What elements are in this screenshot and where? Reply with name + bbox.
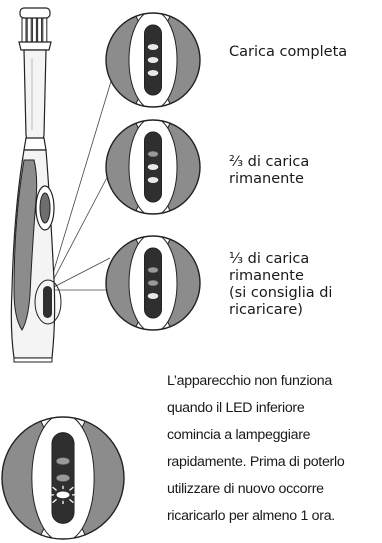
- led-off: [56, 457, 70, 465]
- led-blink-ray: [52, 498, 57, 504]
- led-on: [147, 164, 159, 170]
- led-blink-ray: [69, 486, 74, 491]
- leader-lines: [47, 77, 113, 291]
- handle-grip: [13, 159, 38, 331]
- note-line: comincia a lampeggiare: [167, 427, 311, 443]
- led-on: [147, 57, 159, 63]
- zoom-circle-content: [106, 120, 200, 214]
- led-blink-ray: [69, 498, 74, 504]
- led-window: [43, 286, 52, 318]
- brush-collar: [23, 137, 47, 151]
- zoom-circle-content: [106, 13, 200, 107]
- zoom-circle-border: [105, 235, 201, 331]
- led-on: [147, 177, 159, 183]
- note-line: utilizzare di nuovo occorre: [167, 481, 324, 497]
- led-on: [147, 293, 159, 299]
- label-two-thirds-charge: ²⁄₃ di carica rimanente: [229, 154, 310, 187]
- zoom-circle-border: [105, 119, 201, 215]
- zoom-circle-border: [105, 12, 201, 108]
- brush-neck: [23, 49, 47, 147]
- brush-head-top: [19, 7, 51, 19]
- zoom-circle-border: [1, 416, 125, 540]
- led-window-outline: [34, 279, 62, 325]
- led-on: [147, 70, 159, 76]
- led-off: [147, 151, 159, 157]
- label-full-charge: Carica completa: [229, 44, 348, 60]
- led-off: [147, 267, 159, 273]
- led-off: [147, 280, 159, 286]
- note-line: L’apparecchio non funziona: [167, 373, 332, 389]
- handle-base: [13, 357, 53, 363]
- low-battery-note: L’apparecchio non funziona quando il LED…: [167, 368, 382, 530]
- led-blinking: [56, 491, 70, 499]
- brush-head-base: [18, 41, 52, 51]
- zoom-circle-content: [106, 236, 200, 330]
- led-on: [147, 44, 159, 50]
- leader-line: [47, 167, 113, 291]
- power-button: [39, 192, 51, 224]
- leader-line: [47, 257, 111, 291]
- note-line: rapidamente. Prima di poterlo: [167, 454, 345, 470]
- led-off: [56, 474, 70, 482]
- note-line: ricaricarlo per almeno 1 ora.: [167, 508, 335, 524]
- toothbrush-illustration: [10, 7, 62, 363]
- leader-line: [47, 77, 113, 291]
- zoom-circle-content: [2, 417, 124, 539]
- label-one-third-charge: ¹⁄₃ di carica rimanente (si consiglia di…: [229, 251, 333, 318]
- led-blink-ray: [52, 486, 57, 491]
- note-line: quando il LED inferiore: [167, 400, 305, 416]
